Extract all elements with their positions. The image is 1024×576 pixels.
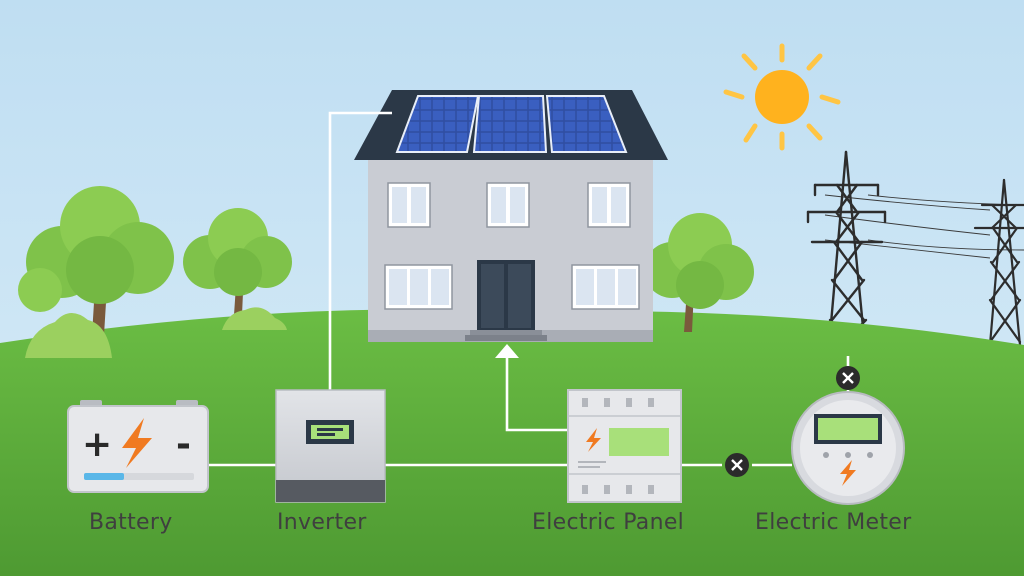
wiring xyxy=(208,111,850,467)
inverter-display xyxy=(311,425,349,439)
arrow-up-icon xyxy=(495,344,519,358)
power-tower-icon xyxy=(806,150,887,360)
house xyxy=(354,90,668,342)
lightning-bolt-icon xyxy=(840,460,856,486)
battery-charge-bar xyxy=(84,473,124,480)
lightning-bolt-icon xyxy=(586,428,601,452)
electric-panel-icon xyxy=(567,389,682,503)
inverter-label: Inverter xyxy=(277,510,367,535)
inverter-icon xyxy=(275,389,386,503)
tree-icon xyxy=(183,208,292,315)
battery-plus-sign: + xyxy=(82,424,112,465)
battery-label: Battery xyxy=(89,510,173,535)
door-icon xyxy=(465,260,547,341)
meter-display xyxy=(818,418,878,440)
electric-panel-label: Electric Panel xyxy=(532,510,685,535)
lightning-bolt-icon xyxy=(122,418,152,468)
bush-icon xyxy=(222,307,287,330)
disconnect-icon xyxy=(725,453,749,477)
power-tower-icon xyxy=(973,178,1024,347)
electric-meter-label: Electric Meter xyxy=(755,510,912,535)
tree-icon xyxy=(18,186,174,335)
battery-icon: + - xyxy=(67,400,209,493)
bush-icon xyxy=(25,312,112,358)
sun-icon xyxy=(723,43,841,151)
battery-minus-sign: - xyxy=(176,424,191,465)
panel-display xyxy=(609,428,669,456)
electric-meter-icon xyxy=(791,391,905,505)
solar-panel-icon xyxy=(395,95,628,153)
grass-hill xyxy=(0,309,1024,576)
disconnect-icon xyxy=(836,366,860,390)
tree-icon xyxy=(644,213,754,332)
